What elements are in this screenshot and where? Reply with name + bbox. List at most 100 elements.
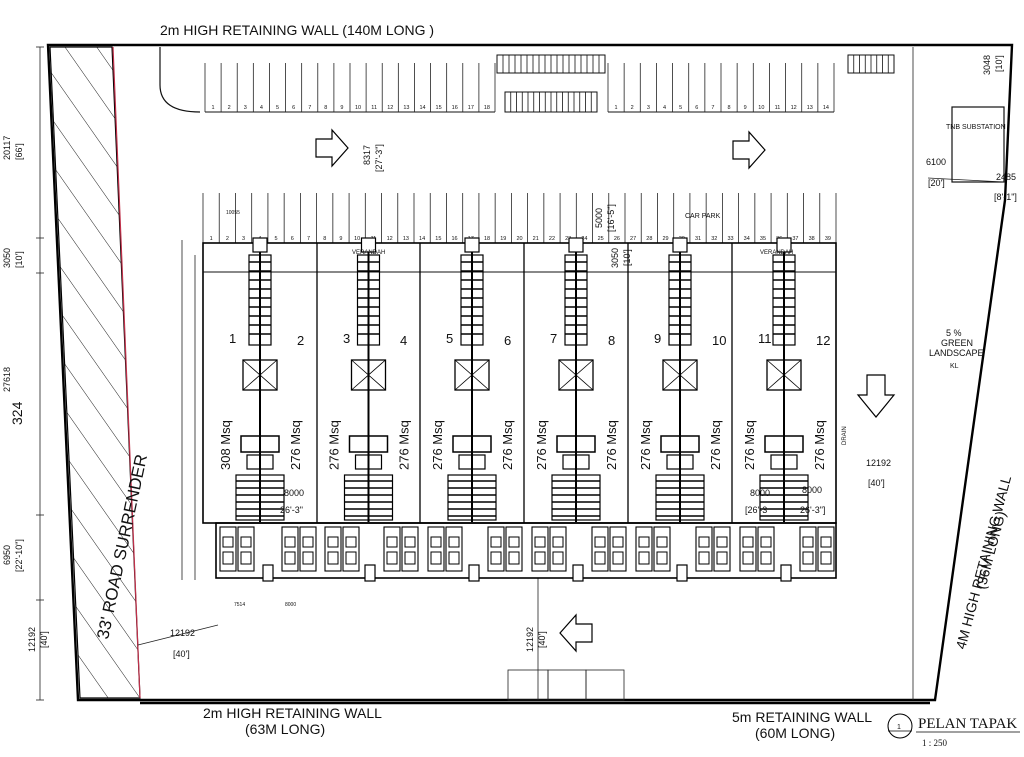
dim-8000d: 8000	[285, 602, 296, 608]
parking-bay-mid-number: 31	[695, 236, 701, 242]
dim-7514: 7514	[234, 602, 245, 608]
staircase-lower	[343, 474, 394, 521]
parking-bay-mid-number: 5	[275, 236, 278, 242]
unit-area: 276 Msq	[638, 420, 653, 470]
parking-bay-top-right-number: 7	[711, 105, 714, 111]
dim-6100: 6100	[926, 157, 946, 167]
bin-box-3	[585, 669, 625, 701]
arrow-left-icon	[559, 613, 593, 653]
dim-3050a: 3050	[2, 248, 12, 268]
gate-column	[468, 564, 480, 582]
service-box-cross	[662, 359, 698, 391]
dim-8000c: 8000	[802, 485, 822, 495]
plan-scale: 1 : 250	[922, 738, 948, 748]
car-windscreen	[698, 536, 710, 548]
left-dimension-chain	[36, 46, 196, 701]
car-windscreen	[716, 536, 728, 548]
parking-bay-top-right-number: 2	[631, 105, 634, 111]
dim-10b: [10']	[622, 249, 632, 266]
car-rear	[552, 551, 564, 565]
car-windscreen	[327, 536, 339, 548]
car-rear	[612, 551, 624, 565]
staircase-lower	[759, 474, 809, 521]
landing	[660, 435, 700, 453]
car-windscreen	[508, 536, 520, 548]
car-symbol	[591, 526, 609, 572]
staircase-lower	[447, 474, 497, 521]
parking-bay-top-right-number: 4	[663, 105, 666, 111]
dim-2485: 2485	[996, 172, 1016, 182]
car-windscreen	[594, 536, 606, 548]
car-windscreen	[240, 536, 252, 548]
parking-bay-mid-number: 27	[630, 236, 636, 242]
parking-bay-top-right-number: 1	[615, 105, 618, 111]
bottom-left-wall-label-1: 2m HIGH RETAINING WALL	[203, 705, 382, 721]
car-symbol	[401, 526, 419, 572]
service-box-cross	[351, 359, 386, 391]
car-rear	[638, 551, 650, 565]
parking-bay-mid-number: 24	[581, 236, 587, 242]
column-top	[360, 237, 377, 253]
landing-lower	[354, 454, 383, 470]
parking-bay-top-left-number: 17	[468, 105, 474, 111]
dim-3048: 3048	[982, 55, 992, 75]
unit-area: 276 Msq	[812, 420, 827, 470]
dim-40b: [40']	[173, 649, 190, 659]
car-symbol	[817, 526, 835, 572]
car-symbol	[609, 526, 627, 572]
gate-column	[572, 564, 584, 582]
plan-title: PELAN TAPAK	[918, 716, 1017, 732]
plan-number: 1	[897, 724, 901, 731]
column-top	[672, 237, 688, 253]
parking-bay-mid-number: 21	[533, 236, 539, 242]
car-rear	[284, 551, 296, 565]
car-windscreen	[656, 536, 668, 548]
car-windscreen	[386, 536, 398, 548]
car-symbol	[531, 526, 549, 572]
parking-bay-top-left-number: 13	[403, 105, 409, 111]
car-symbol	[757, 526, 775, 572]
unit-number: 10	[712, 333, 726, 348]
arrow-down-icon	[856, 374, 896, 418]
parking-bay-mid-number: 9	[339, 236, 342, 242]
dim-20117: 20117	[2, 136, 12, 160]
unit-area: 276 Msq	[327, 420, 342, 470]
parking-bay-mid-number: 19	[500, 236, 506, 242]
car-rear	[656, 551, 668, 565]
parking-bay-top-right-number: 3	[647, 105, 650, 111]
car-rear	[594, 551, 606, 565]
parking-bay-top-left-number: 15	[436, 105, 442, 111]
car-rear	[302, 551, 314, 565]
car-rear	[760, 551, 772, 565]
car-symbol	[713, 526, 731, 572]
car-symbol	[739, 526, 757, 572]
dim-12192b: 12192	[170, 628, 195, 638]
dim-12192d: 12192	[525, 627, 535, 652]
shoplot-block-outline	[202, 242, 837, 524]
landing-lower	[246, 454, 274, 470]
car-rear	[240, 551, 252, 565]
dim-40d: [40']	[537, 631, 547, 648]
service-box-cross	[766, 359, 802, 391]
car-rear	[820, 551, 832, 565]
car-windscreen	[430, 536, 442, 548]
car-windscreen	[490, 536, 502, 548]
parking-bay-mid-number: 32	[711, 236, 717, 242]
car-rear	[222, 551, 234, 565]
parking-bay-top-left-number: 7	[308, 105, 311, 111]
car-rear	[345, 551, 357, 565]
parking-bay-mid-number: 33	[727, 236, 733, 242]
staircase-lower	[655, 474, 705, 521]
plan-title-block: 1 PELAN TAPAK 1 : 250	[887, 713, 1020, 748]
dim-12192c: 12192	[866, 458, 891, 468]
landing	[348, 435, 389, 453]
column-top	[776, 237, 792, 253]
parking-bay-mid-number: 10	[354, 236, 360, 242]
car-rear	[386, 551, 398, 565]
bin-box-2	[547, 669, 587, 701]
parking-bay-top-right-number: 8	[728, 105, 731, 111]
unit-area: 276 Msq	[430, 420, 445, 470]
parking-bay-top-left-number: 8	[324, 105, 327, 111]
parking-bay-top-left-number: 10	[355, 105, 361, 111]
